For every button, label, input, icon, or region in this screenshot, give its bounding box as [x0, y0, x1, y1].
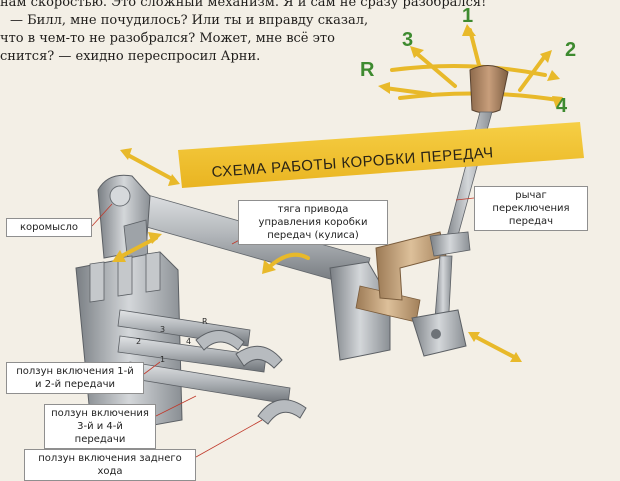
motion-arrow-rocker	[124, 152, 176, 182]
shift-knob	[469, 65, 509, 114]
slider-tab-3	[145, 251, 161, 293]
marking-4: 4	[186, 337, 191, 346]
story-line: снится? — ехидно переспросил Арни.	[0, 49, 261, 64]
lever-pin	[431, 329, 441, 339]
story-line: нам скоростью. Это сложный механизм. Я и…	[0, 0, 487, 10]
callout-lever: рычаг переключения передач	[474, 186, 588, 231]
slider-tab-1	[89, 261, 105, 303]
fork-r	[257, 399, 307, 425]
fork-12	[195, 330, 245, 351]
mh-4	[148, 232, 162, 244]
banner-shape	[178, 122, 584, 188]
fork-34	[235, 345, 283, 369]
motion-arrowheads	[112, 148, 522, 362]
mh-7	[510, 352, 522, 362]
callout-rod: тяга привода управления коробки передач …	[238, 200, 388, 245]
arrowhead-3	[410, 46, 424, 58]
rod-housing	[329, 261, 391, 361]
leader-slider-12	[143, 361, 161, 375]
gear-label-2: 2	[565, 39, 576, 61]
rocker-pivot	[109, 185, 131, 207]
motion-arrow-slider	[116, 236, 158, 260]
slider-rail-2	[117, 335, 267, 373]
callout-slider-12: ползун включения 1-й и 2-й передачи	[6, 362, 144, 394]
pattern-arrowheads	[378, 24, 563, 108]
marking-1: 1	[160, 355, 165, 364]
story-text: нам скоростью. Это сложный механизм. Я и…	[0, 0, 487, 66]
pattern-line-3	[413, 50, 457, 88]
motion-arrow-rod-rotate	[266, 252, 310, 270]
gear-label-r: R	[360, 59, 375, 81]
leader-slider-r	[195, 419, 263, 458]
arrowhead-2	[540, 50, 552, 63]
marking-2: 2	[136, 337, 141, 346]
pattern-arc-top	[390, 64, 547, 77]
leader-lever	[455, 197, 475, 201]
motion-arrows	[116, 152, 518, 360]
story-line: что в чем-то не разобрался? Может, мне в…	[0, 31, 335, 46]
lever-bracket	[375, 231, 447, 301]
gear-pattern	[383, 28, 560, 110]
gear-label-1: 1	[462, 5, 473, 27]
pattern-line-r	[383, 86, 432, 96]
gear-label-4: 4	[556, 95, 568, 117]
arrowhead-top-right	[547, 70, 560, 81]
pattern-line-2	[518, 54, 547, 92]
mh-6	[468, 332, 480, 342]
arrowhead-r	[378, 82, 390, 94]
title-banner: СХЕМА РАБОТЫ КОРОБКИ ПЕРЕДАЧ	[178, 122, 584, 188]
marking-3: 3	[160, 325, 165, 334]
arrowhead-1	[462, 24, 476, 36]
lever-joint	[429, 231, 471, 257]
callout-rocker: коромысло	[6, 218, 92, 237]
mh-2	[168, 174, 180, 186]
story-line: — Билл, мне почудилось? Или ты и вправду…	[10, 13, 369, 28]
marking-r: R	[202, 317, 208, 326]
arrowhead-4	[552, 96, 563, 108]
gear-label-3: 3	[402, 29, 413, 51]
mh-3	[112, 250, 126, 262]
mh-5	[262, 260, 276, 274]
leader-slider-34	[155, 395, 197, 417]
callout-slider-34: ползун включения 3-й и 4-й передачи	[44, 404, 156, 449]
mh-1	[120, 148, 132, 160]
motion-arrow-lever	[472, 334, 518, 360]
leader-rocker	[91, 203, 113, 227]
callout-slider-r: ползун включения заднего хода	[24, 449, 196, 481]
slider-markings: 3 2 1 4 R	[136, 317, 208, 364]
slider-tab-2	[117, 255, 133, 297]
